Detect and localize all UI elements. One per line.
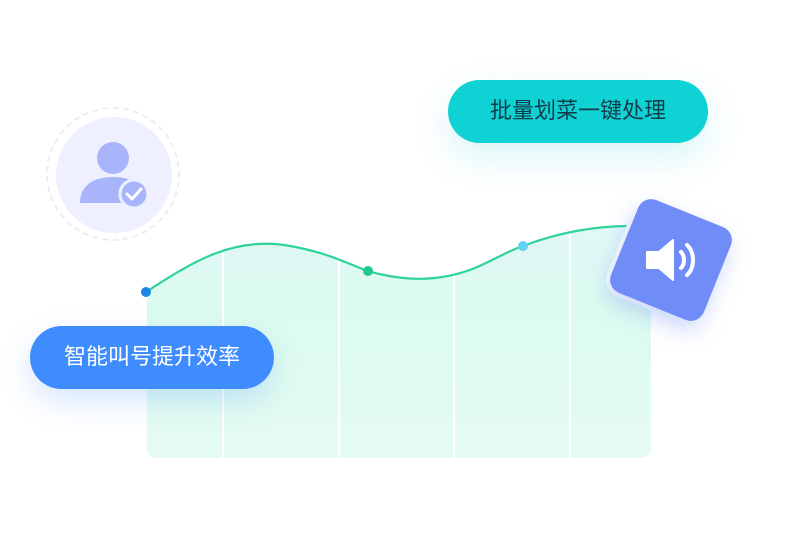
smart-call-badge: 智能叫号提升效率 bbox=[30, 326, 274, 389]
batch-process-badge: 批量划菜一键处理 bbox=[448, 80, 708, 143]
chart-point bbox=[141, 287, 151, 297]
user-check-icon bbox=[80, 142, 150, 210]
chart-curve bbox=[144, 224, 642, 294]
avatar-ring bbox=[46, 107, 180, 241]
speaker-tile bbox=[605, 194, 737, 326]
chart-area-fill bbox=[147, 225, 651, 458]
avatar bbox=[56, 117, 172, 233]
chart-point bbox=[518, 241, 528, 251]
chart-point bbox=[363, 266, 373, 276]
speaker-icon bbox=[646, 239, 695, 281]
